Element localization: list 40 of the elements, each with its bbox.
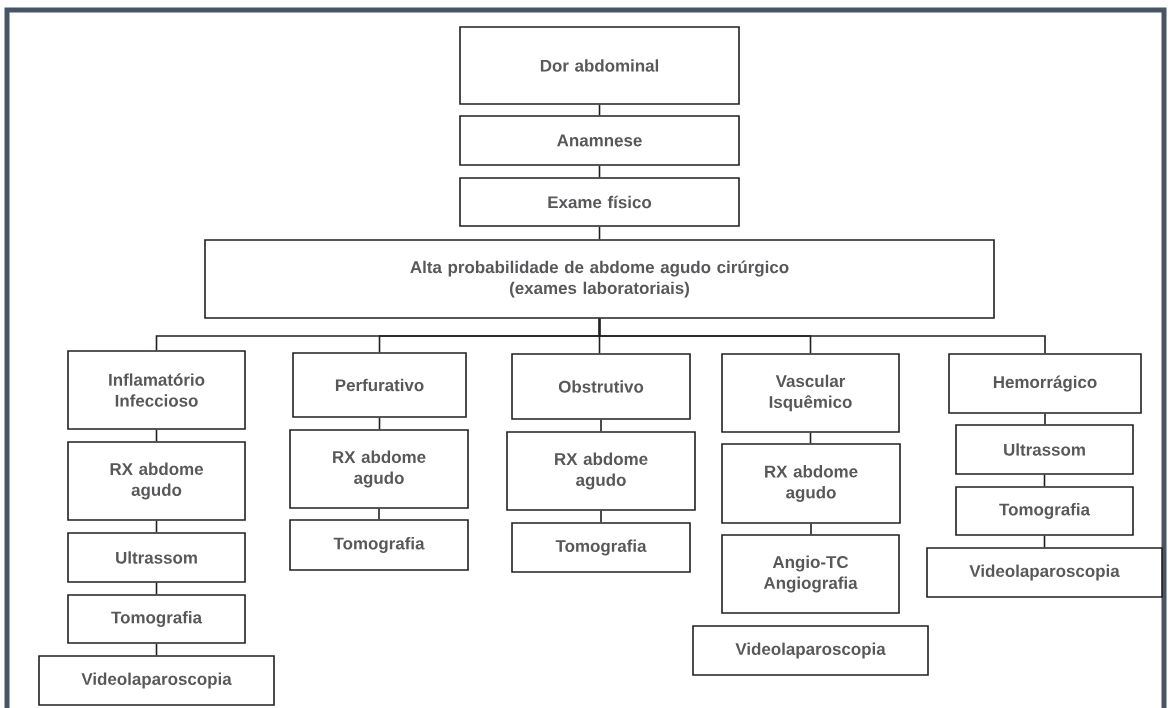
connector-line — [600, 419, 602, 432]
process-box: Hemorrágico — [948, 353, 1142, 414]
process-box: Tomografia — [67, 594, 246, 644]
process-box: Perfurativo — [292, 352, 467, 418]
connector-line — [598, 318, 1046, 354]
process-box: Exame físico — [459, 177, 740, 227]
process-box: RX abdome agudo — [289, 429, 469, 509]
process-box: RX abdome agudo — [506, 431, 696, 511]
process-box: Tomografia — [511, 522, 691, 573]
connector-line — [600, 510, 602, 523]
connector-line — [378, 508, 380, 520]
connector-line — [378, 417, 381, 430]
process-box: Ultrassom — [955, 424, 1134, 475]
connector-line — [598, 165, 601, 178]
process-box: Ultrassom — [67, 532, 246, 583]
connector-line — [155, 429, 158, 442]
process-box: RX abdome agudo — [721, 443, 901, 524]
process-box: Videolaparoscopia — [926, 547, 1163, 598]
connector-line — [810, 523, 812, 535]
connector-line — [155, 582, 158, 595]
process-box: Dor abdominal — [459, 26, 740, 105]
process-box: Vascular Isquêmico — [721, 353, 900, 433]
process-box: RX abdome agudo — [67, 441, 246, 521]
process-box: Obstrutivo — [511, 353, 691, 420]
connector-line — [598, 104, 601, 116]
connector-line — [809, 432, 812, 444]
connector-line — [1043, 474, 1046, 487]
process-box: Videolaparoscopia — [38, 655, 275, 706]
connector-line — [155, 643, 158, 656]
process-box: Videolaparoscopia — [692, 625, 929, 676]
process-box: Tomografia — [289, 519, 469, 571]
connector-line — [1043, 535, 1046, 548]
process-box: Alta probabilidade de abdome agudo cirúrgico (exames laboratoriais) — [204, 239, 995, 319]
process-box: Anamnese — [459, 115, 740, 166]
connector-line — [155, 520, 158, 533]
connector-line — [598, 226, 601, 240]
process-box: Inflamatório Infeccioso — [67, 350, 246, 430]
process-box: Tomografia — [955, 486, 1134, 536]
process-box: Angio-TC Angiografia — [721, 534, 900, 614]
connector-line — [1044, 413, 1046, 425]
